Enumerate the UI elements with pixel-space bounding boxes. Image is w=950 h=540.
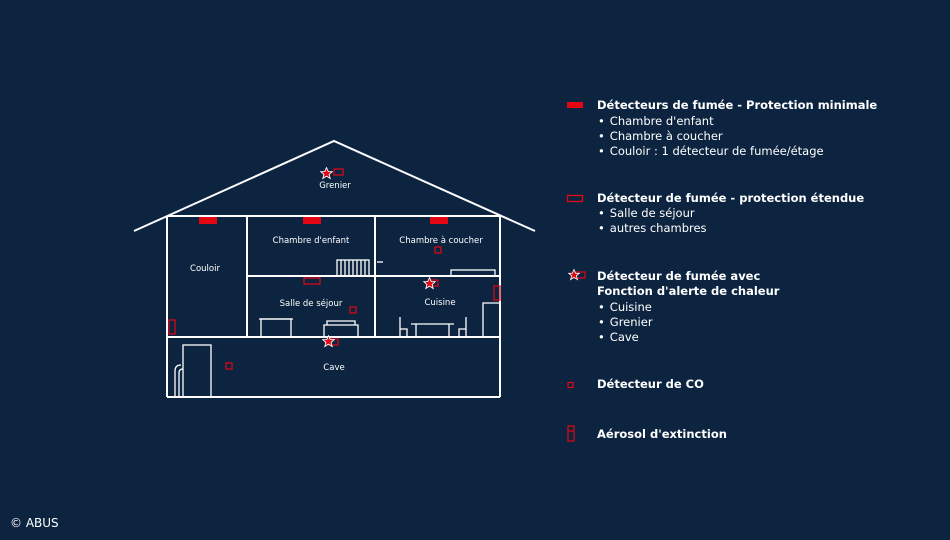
legend-minimal-item: •Couloir : 1 détecteur de fumée/étage [598, 144, 824, 158]
co-detector-sejour [349, 306, 357, 314]
co-detector-cave [225, 362, 233, 370]
legend-minimal-item: •Chambre à coucher [598, 129, 723, 143]
room-label-grenier: Grenier [319, 181, 351, 191]
aerosol-couloir [168, 319, 176, 335]
small-square-icon [567, 381, 574, 389]
smoke-detector-minimal-couloir [199, 217, 217, 224]
legend-heat-title-line2: Fonction d'alerte de chaleur [597, 284, 780, 298]
room-label-chambre-coucher: Chambre à coucher [399, 236, 483, 246]
room-label-salle-sejour: Salle de séjour [280, 298, 343, 309]
legend-extended-item: •Salle de séjour [598, 206, 695, 220]
legend-aerosol-title: Aérosol d'extinction [597, 427, 727, 441]
co-detector-chambre [434, 246, 442, 254]
legend-minimal-item: •Chambre d'enfant [598, 114, 714, 128]
co-detectors [225, 246, 442, 370]
smoke-detector-minimal-chambre-enfant [303, 217, 321, 224]
counter-icon [482, 302, 500, 337]
furniture [174, 259, 500, 398]
outline-red-rect-icon [566, 194, 584, 203]
room-label-cave: Cave [323, 363, 344, 373]
room-label-couloir: Couloir [190, 264, 220, 274]
sofa-icon [323, 320, 359, 337]
chair-icon [458, 317, 467, 337]
chair-icon [399, 317, 408, 337]
room-label-chambre-enfant: Chambre d'enfant [273, 236, 350, 246]
legend-minimal-title: Détecteurs de fumée - Protection minimal… [597, 98, 878, 112]
cabinet-icon [450, 269, 496, 277]
room-label-cuisine: Cuisine [424, 298, 455, 308]
door-icon [182, 344, 212, 398]
smoke-detector-grenier [333, 168, 344, 176]
smoke-detector-minimal-chambre-coucher [430, 217, 448, 224]
heat-star-icon [423, 277, 436, 289]
copyright: © ABUS [10, 516, 59, 530]
pipe-icon [174, 364, 182, 397]
legend-extended-title: Détecteur de fumée - protection étendue [597, 191, 865, 205]
legend-heat-item: •Cuisine [598, 300, 652, 314]
smoke-detector-extended-sejour [303, 277, 321, 285]
aerosol-cuisine [493, 285, 501, 301]
extended-detectors [303, 168, 439, 346]
aerosol-can-icon [567, 425, 575, 442]
legend-heat-item: •Cave [598, 330, 639, 344]
fireplace-icon [260, 318, 292, 338]
legend-heat-item: •Grenier [598, 315, 653, 329]
legend-co-title: Détecteur de CO [597, 377, 704, 391]
heat-star-icon [320, 167, 333, 179]
legend-heat-title-line1: Détecteur de fumée avec [597, 269, 761, 283]
aerosol-extinguishers [168, 285, 501, 335]
house-structure [133, 139, 536, 398]
filled-red-rect-icon [567, 102, 583, 108]
minimal-detectors [199, 217, 448, 224]
star-detector-icon [567, 268, 586, 281]
legend-extended-item: •autres chambres [598, 221, 707, 235]
